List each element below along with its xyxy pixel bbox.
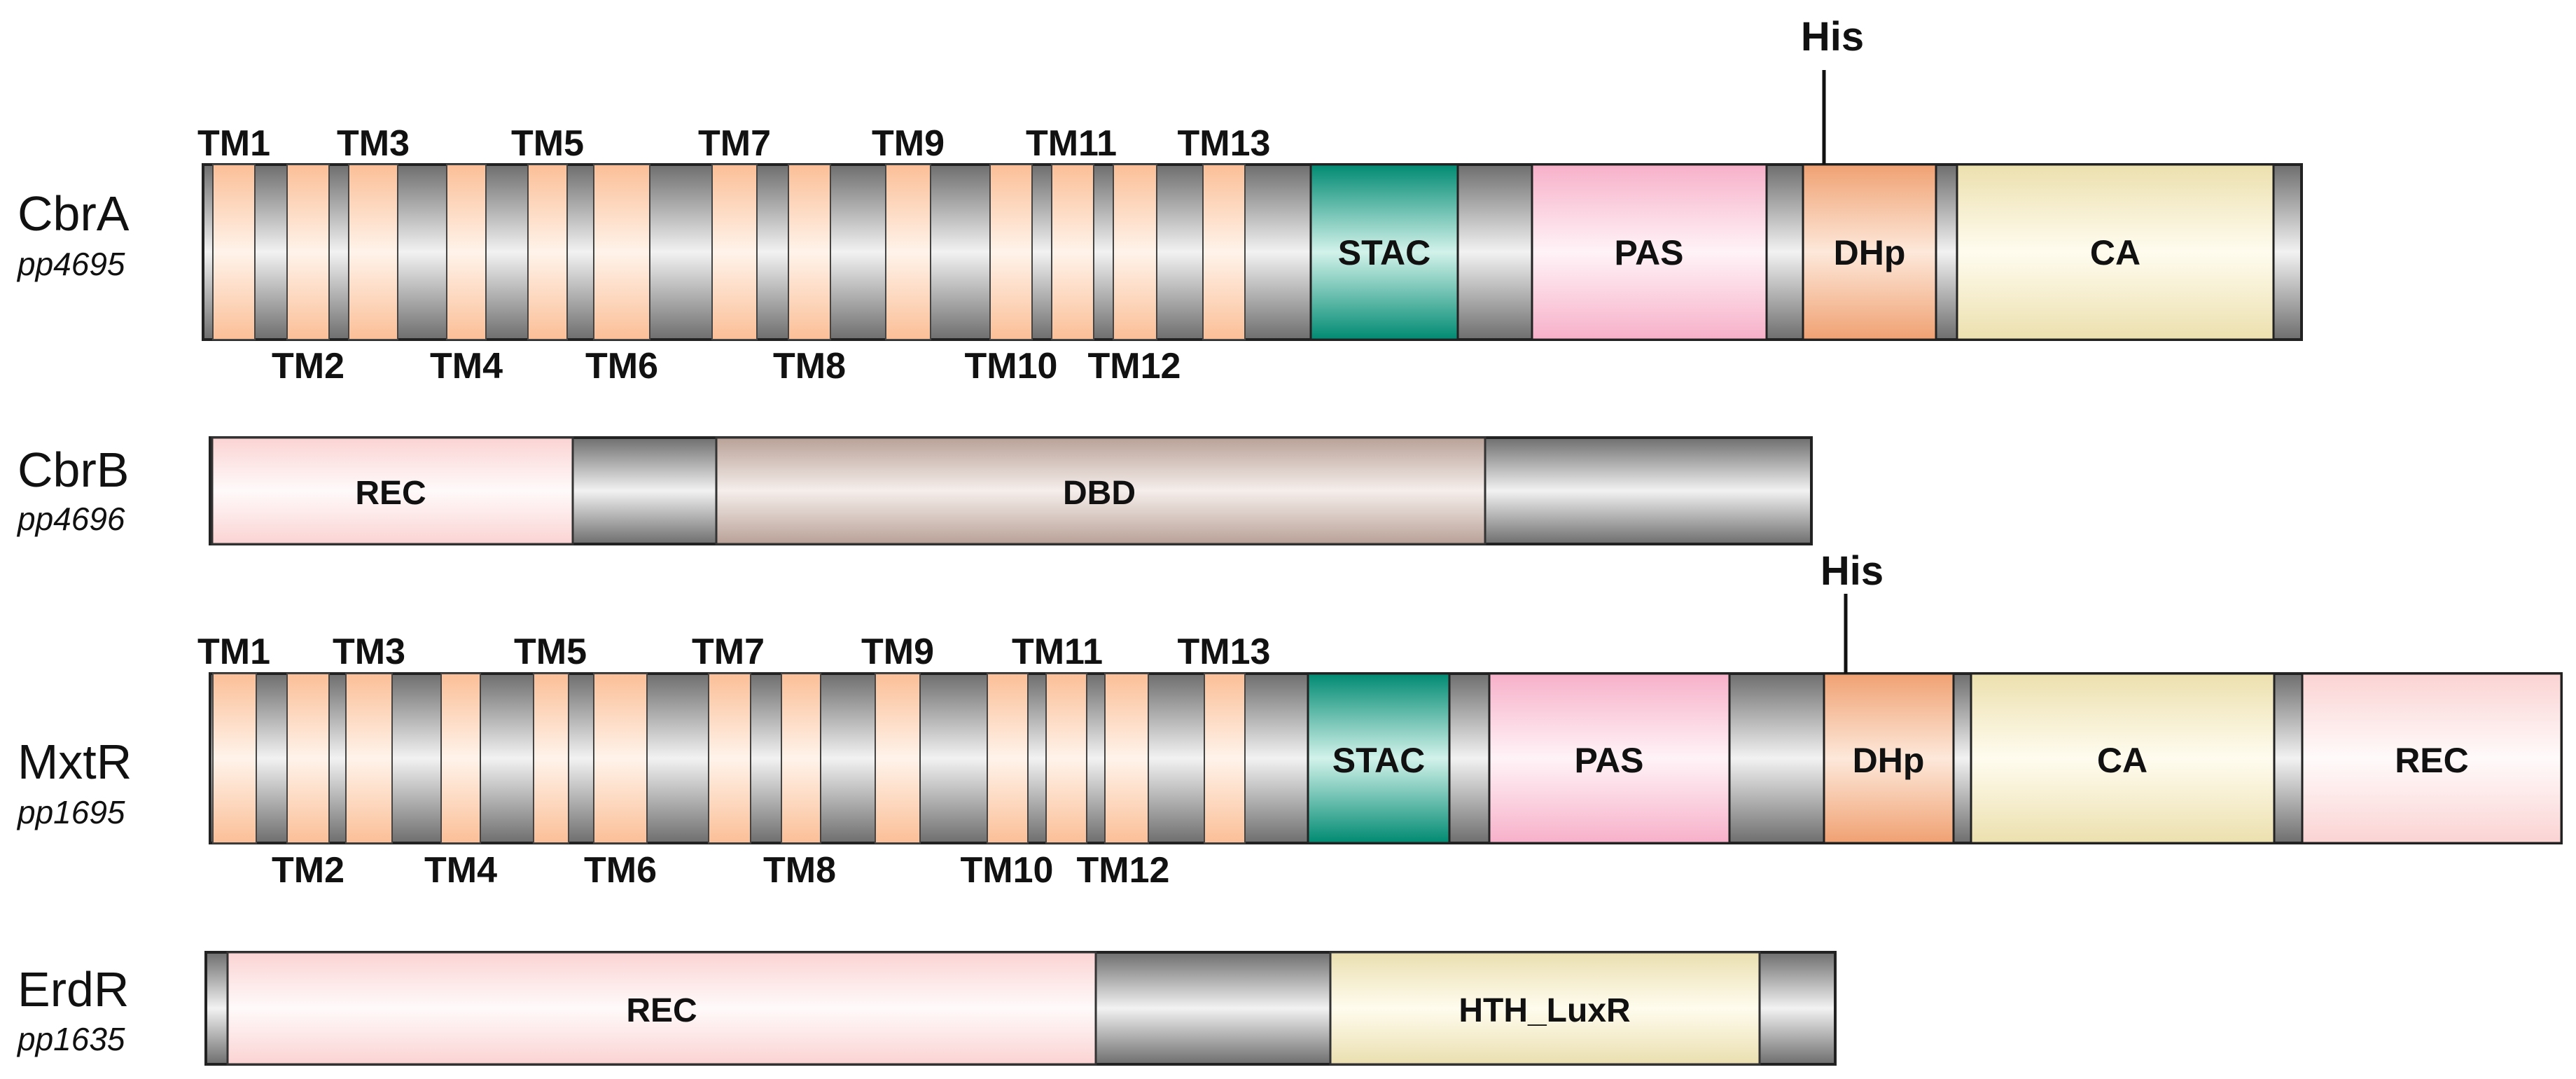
tm-segment xyxy=(788,164,831,340)
domain-label: PAS xyxy=(1574,741,1643,780)
tm-label: TM12 xyxy=(1088,346,1181,387)
domain-label: PAS xyxy=(1614,233,1683,272)
tm-label: TM10 xyxy=(965,346,1058,387)
protein-name: CbrB xyxy=(18,443,129,497)
tm-label: TM3 xyxy=(337,123,410,164)
domain-label: REC xyxy=(2395,741,2469,780)
tm-segment xyxy=(1104,673,1149,844)
domain-rec xyxy=(226,951,1097,1066)
gene-id: pp1695 xyxy=(16,794,125,830)
tm-segment xyxy=(345,673,393,844)
protein-mxtr: MxtR pp1695 STAC PAS DHp CA REC xyxy=(16,548,2563,891)
domain-label: REC xyxy=(626,992,697,1029)
tm-segment xyxy=(711,164,758,340)
tm-label: TM10 xyxy=(961,850,1054,891)
protein-name: CbrA xyxy=(18,186,130,241)
domain-pas xyxy=(1488,672,1731,844)
tm-segment xyxy=(987,673,1029,844)
tm-label: TM12 xyxy=(1077,850,1170,891)
gene-id: pp4696 xyxy=(16,501,125,537)
tm-label: TM13 xyxy=(1178,632,1271,672)
tm-label: TM6 xyxy=(584,850,657,891)
tm-segment xyxy=(348,164,398,340)
gene-id: pp4695 xyxy=(16,246,125,282)
tm-segment xyxy=(885,164,931,340)
tm-segment xyxy=(1113,164,1157,340)
tm-label: TM11 xyxy=(1012,632,1103,672)
domain-hth-luxr xyxy=(1329,951,1761,1066)
tm-label: TM7 xyxy=(698,123,771,164)
domain-rec xyxy=(211,436,574,545)
tm-segment xyxy=(446,164,487,340)
protein-cbra: CbrA pp4695 STAC PAS DHp CA xyxy=(16,14,2303,387)
tm-label: TM13 xyxy=(1178,123,1271,164)
tm-label: TM5 xyxy=(511,123,584,164)
tm-label: TM8 xyxy=(773,346,846,387)
tm-segment xyxy=(527,164,568,340)
tm-label: TM4 xyxy=(430,346,503,387)
domain-dbd xyxy=(715,436,1487,545)
domain-label: STAC xyxy=(1338,233,1430,272)
tm-label: TM9 xyxy=(872,123,945,164)
tm-segment xyxy=(708,673,751,844)
tm-label: TM3 xyxy=(333,632,405,672)
tm-segment xyxy=(989,164,1033,340)
domain-label: REC xyxy=(355,475,426,512)
domain-label: HTH_LuxR xyxy=(1458,992,1630,1029)
protein-cbrb: CbrB pp4696 REC DBD xyxy=(16,436,1813,545)
tm-segment xyxy=(212,673,257,844)
protein-name: MxtR xyxy=(18,735,132,789)
tm-segments xyxy=(212,164,1246,340)
his-marker-label: His xyxy=(1820,548,1884,594)
domain-ca xyxy=(1956,163,2275,341)
domain-stac xyxy=(1309,163,1459,341)
tm-label: TM9 xyxy=(861,632,934,672)
tm-segment xyxy=(1204,673,1246,844)
tm-label: TM5 xyxy=(514,632,587,672)
tm-label: TM7 xyxy=(692,632,765,672)
domain-pas xyxy=(1531,163,1768,341)
tm-label: TM1 xyxy=(197,123,270,164)
tm-segment xyxy=(440,673,481,844)
domain-label: STAC xyxy=(1332,741,1425,780)
tm-segment xyxy=(212,164,256,340)
tm-segment xyxy=(1051,164,1094,340)
tm-segments xyxy=(212,673,1246,844)
domain-stac xyxy=(1307,672,1451,844)
tm-segment xyxy=(1045,673,1087,844)
domain-dhp xyxy=(1802,163,1937,341)
domain-dhp xyxy=(1823,672,1955,844)
domain-label: DHp xyxy=(1834,233,1906,272)
domain-ca xyxy=(1970,672,2276,844)
domain-label: CA xyxy=(2090,233,2140,272)
tm-segment xyxy=(875,673,921,844)
tm-segment xyxy=(286,673,330,844)
tm-label: TM1 xyxy=(197,632,270,672)
tm-segment xyxy=(593,673,648,844)
domain-label: CA xyxy=(2097,741,2147,780)
tm-label: TM8 xyxy=(763,850,836,891)
domain-label: DHp xyxy=(1853,741,1925,780)
tm-label: TM4 xyxy=(424,850,497,891)
tm-label: TM11 xyxy=(1026,123,1117,164)
gene-id: pp1635 xyxy=(16,1021,125,1057)
protein-name: ErdR xyxy=(18,962,129,1017)
tm-segment xyxy=(533,673,569,844)
domain-rec xyxy=(2301,672,2563,844)
tm-label: TM2 xyxy=(272,346,344,387)
tm-segment xyxy=(1202,164,1246,340)
protein-erdr: ErdR pp1635 REC HTH_LuxR xyxy=(16,951,1837,1066)
domain-label: DBD xyxy=(1063,475,1136,512)
his-marker-label: His xyxy=(1801,14,1864,60)
tm-segment xyxy=(286,164,330,340)
tm-label: TM6 xyxy=(585,346,658,387)
tm-label: TM2 xyxy=(272,850,344,891)
tm-segment xyxy=(593,164,650,340)
tm-segment xyxy=(781,673,821,844)
